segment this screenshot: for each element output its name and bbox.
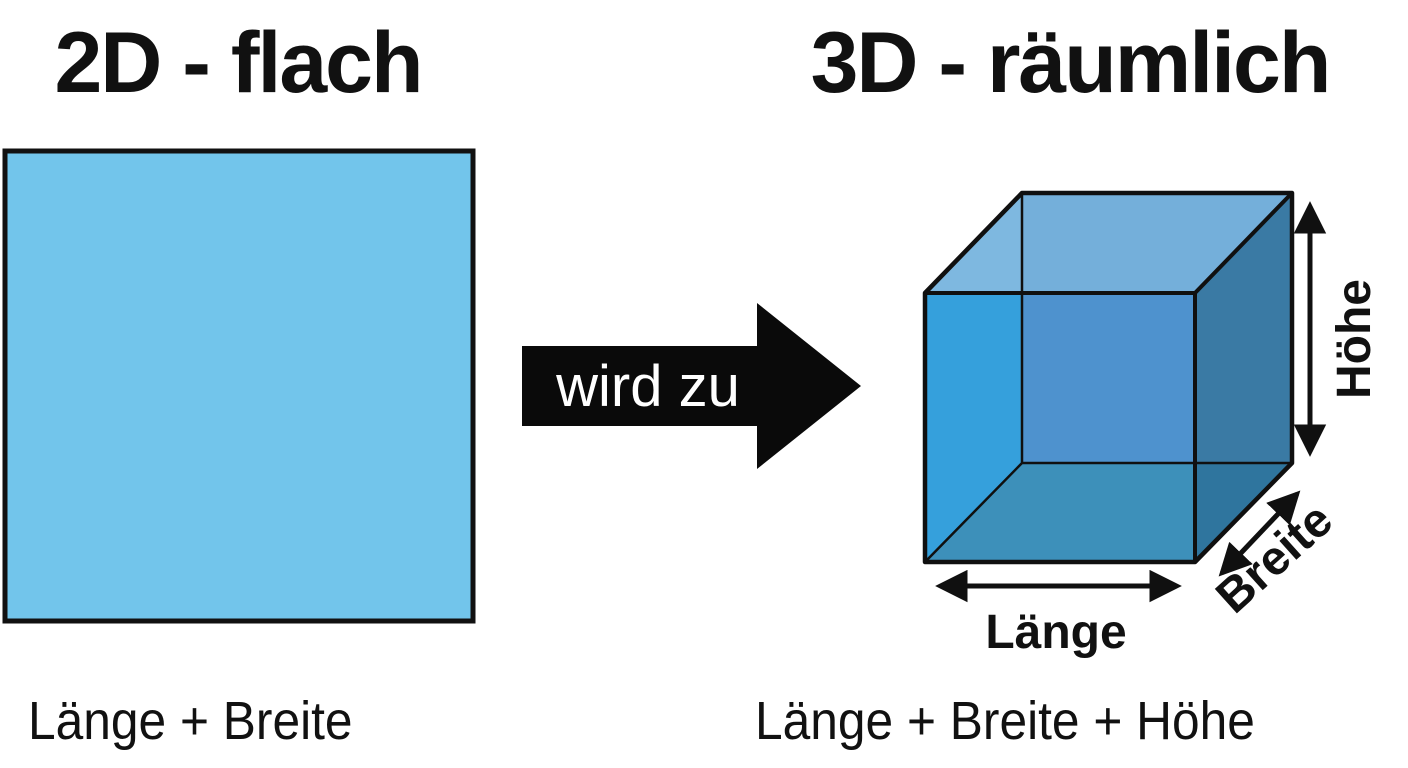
cube-front-edges xyxy=(925,191,1294,562)
length-dimension-label: Länge xyxy=(985,606,1126,659)
flat-square xyxy=(2,148,476,624)
left-panel-caption: Länge + Breite xyxy=(28,691,353,751)
transition-arrow-label: wird zu xyxy=(555,354,740,419)
width-dimension-arrow xyxy=(1218,490,1301,577)
right-panel-title: 3D - räumlich xyxy=(810,15,1332,111)
cube-hidden-edges xyxy=(924,193,1292,563)
right-panel-caption: Länge + Breite + Höhe xyxy=(755,691,1255,751)
left-panel-title: 2D - flach xyxy=(54,15,423,111)
transition-arrow-icon xyxy=(522,303,861,469)
height-dimension-label: Höhe xyxy=(1328,279,1381,399)
